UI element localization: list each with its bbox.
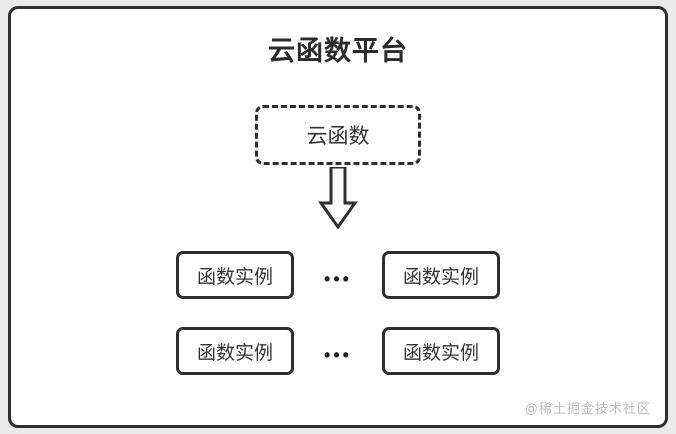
cloud-function-label: 云函数: [306, 125, 370, 148]
function-instance-label: 函数实例: [197, 342, 274, 364]
function-instance-label: 函数实例: [402, 342, 479, 364]
instance-row: 函数实例 ••• 函数实例: [11, 251, 665, 299]
function-instance-node: 函数实例: [381, 327, 500, 375]
ellipsis: •••: [324, 269, 352, 289]
instance-row: 函数实例 ••• 函数实例: [11, 327, 665, 375]
cloud-function-node: 云函数: [255, 105, 421, 165]
function-instance-label: 函数实例: [197, 266, 274, 288]
diagram-panel: 云函数平台 云函数 函数实例 ••• 函数实例 函数实例 ••• 函数实例: [8, 6, 668, 428]
watermark: @稀土掘金技术社区: [524, 401, 651, 416]
ellipsis: •••: [324, 345, 352, 365]
function-instance-node: 函数实例: [176, 327, 295, 375]
diagram-title: 云函数平台: [268, 36, 408, 66]
function-instance-node: 函数实例: [381, 251, 500, 299]
down-arrow-icon: [318, 165, 358, 230]
function-instance-node: 函数实例: [176, 251, 295, 299]
function-instance-label: 函数实例: [402, 266, 479, 288]
